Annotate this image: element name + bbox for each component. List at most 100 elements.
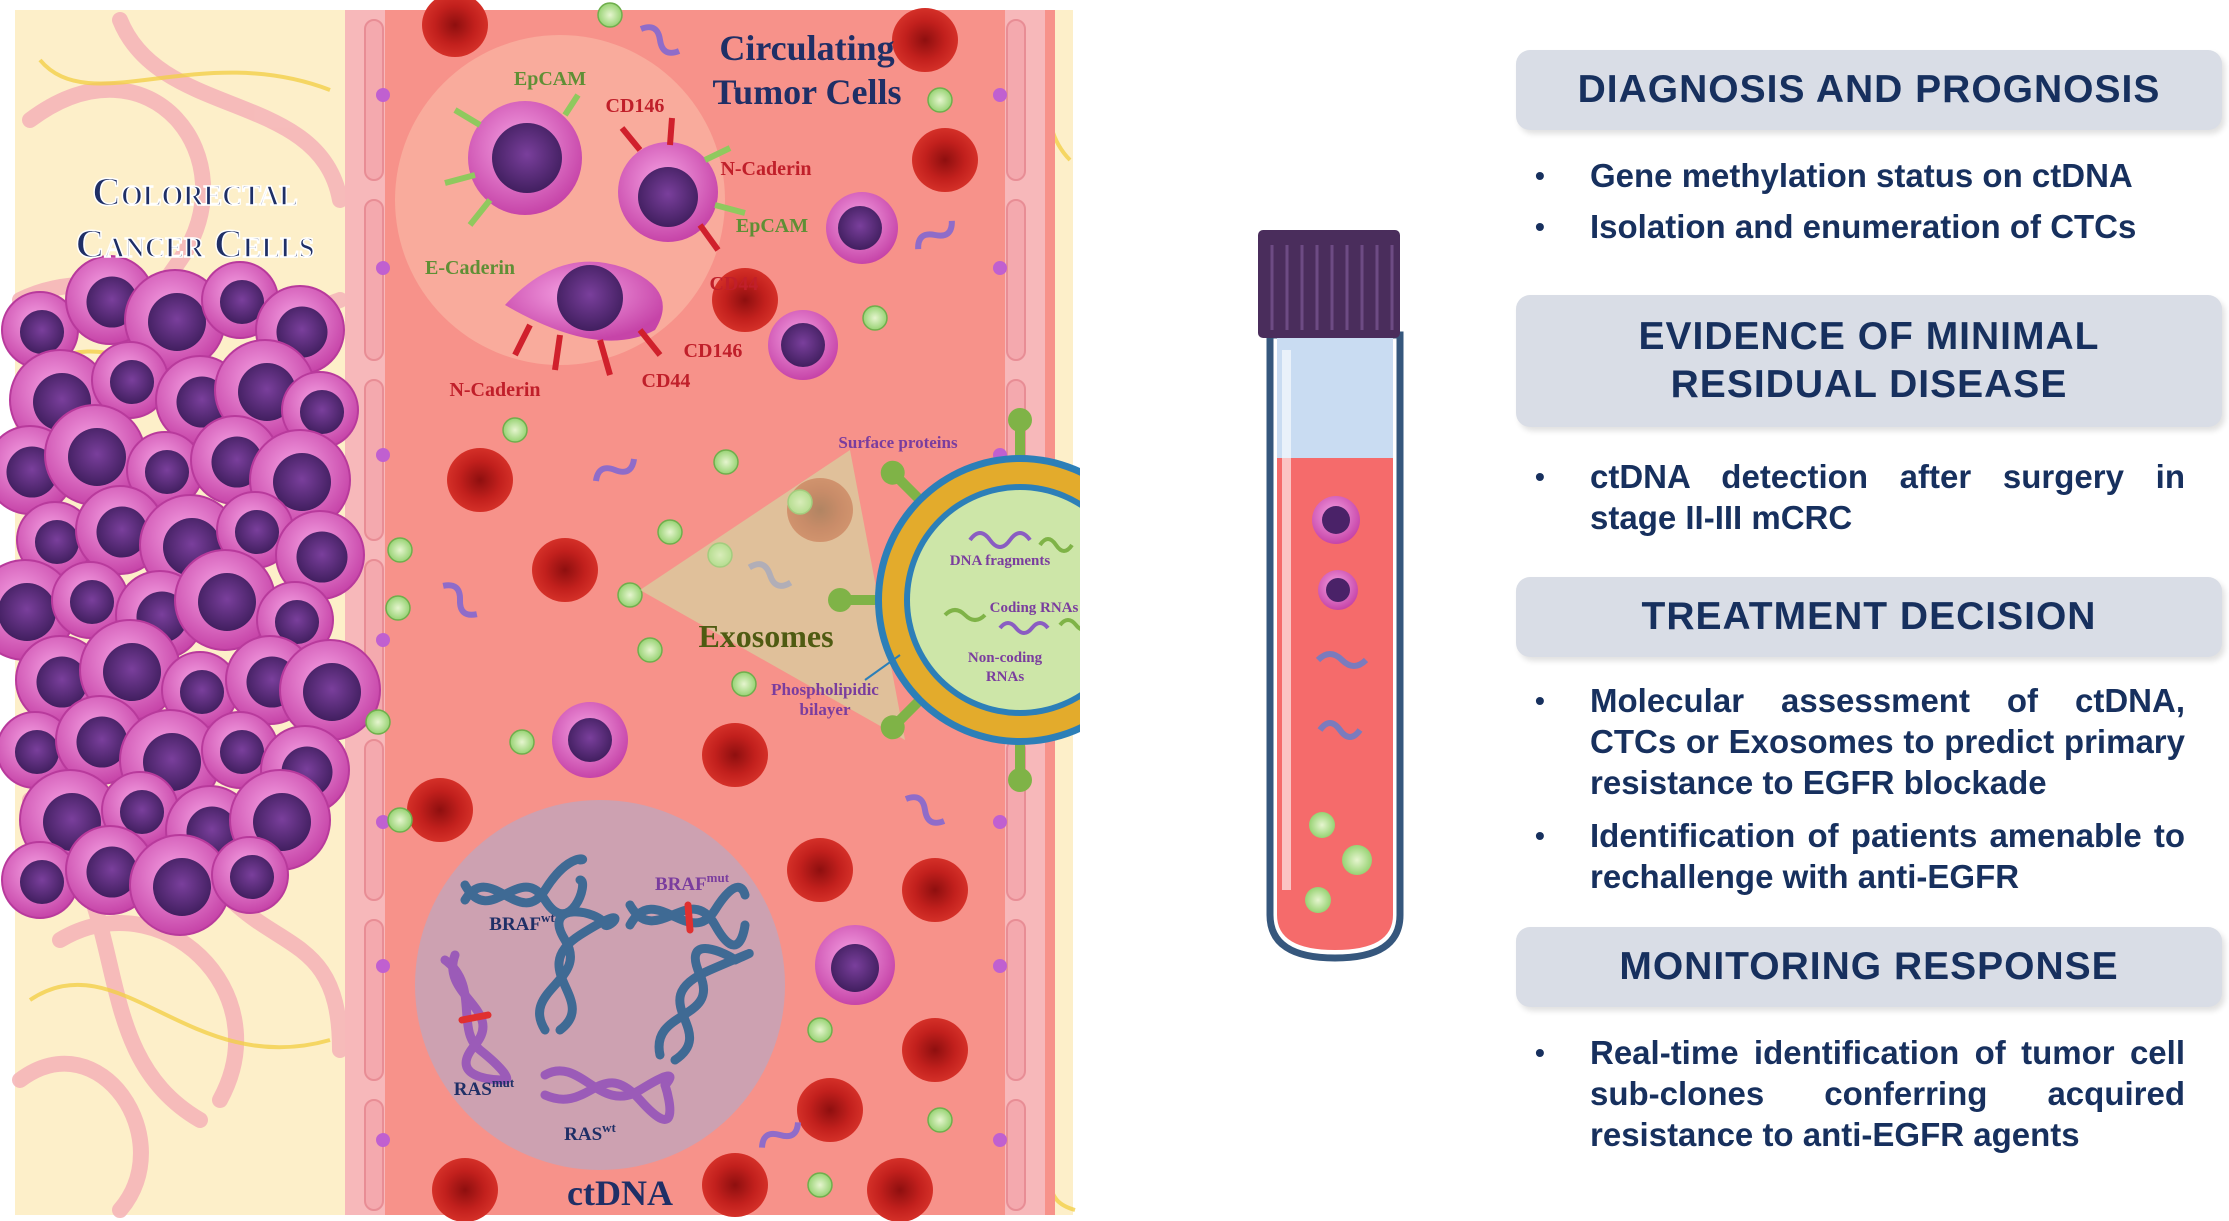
- tumor-cell: [249, 429, 351, 531]
- ras-wt-helix: [540, 1066, 675, 1124]
- dna-fragment: [442, 582, 478, 618]
- heading-mrd-line2: RESIDUAL DISEASE: [1670, 363, 2068, 406]
- vessel-endothelium: [364, 19, 1026, 1211]
- red-blood-cell: [892, 8, 958, 72]
- tube-vesicle-2: [1342, 845, 1372, 875]
- tube-plasma-top: [1277, 335, 1393, 460]
- red-blood-cell: [422, 0, 488, 57]
- red-blood-cell: [912, 128, 978, 192]
- list-item: Identification of patients amenable to r…: [1535, 815, 2185, 897]
- tumor-cell: [281, 371, 359, 449]
- tumor-cell: [216, 491, 294, 569]
- surface-proteins-label: Surface proteins: [838, 433, 958, 452]
- vesicle: [657, 519, 683, 545]
- bilayer-label-line2: bilayer: [800, 700, 851, 719]
- label-epcam-right: EpCAM: [736, 215, 808, 237]
- vesicle: [927, 1107, 953, 1133]
- label-cd44-bottom: CD44: [642, 370, 691, 392]
- heading-treatment-text: TREATMENT DECISION: [1641, 595, 2097, 638]
- helix-right: [654, 944, 754, 1065]
- vesicle: [713, 449, 739, 475]
- heading-treatment: TREATMENT DECISION: [1516, 577, 2222, 657]
- ctdna-helices: [440, 854, 754, 1124]
- dna-fragments-label: DNA fragments: [950, 553, 1051, 569]
- heading-monitoring: MONITORING RESPONSE: [1516, 927, 2222, 1007]
- dna-fragment: [915, 220, 955, 250]
- vesicle: [807, 1017, 833, 1043]
- red-blood-cell: [712, 268, 778, 332]
- heading-mrd-line1: EVIDENCE OF MINIMAL: [1638, 315, 2100, 358]
- list-item: Gene methylation status on ctDNA: [1535, 155, 2185, 196]
- list-diagnosis: Gene methylation status on ctDNA Isolati…: [1535, 155, 2185, 247]
- tumor-cell: [79, 619, 181, 721]
- vesicle: [365, 709, 391, 735]
- vesicle: [617, 582, 643, 608]
- tube-vesicle-1: [1309, 812, 1335, 838]
- vesicle: [862, 305, 888, 331]
- tube-cap-ridges: [1270, 245, 1394, 330]
- tumor-cell: [51, 561, 129, 639]
- label-ncaderin-bottom: N-Caderin: [449, 379, 540, 401]
- vesicle: [927, 87, 953, 113]
- bilayer-pointer: [864, 654, 901, 681]
- vesicle: [387, 807, 413, 833]
- red-blood-cell: [902, 1018, 968, 1082]
- vesicle: [387, 537, 413, 563]
- vesicle: [385, 595, 411, 621]
- braf-mut-label: BRAFmut: [655, 870, 730, 895]
- tumor-cell: [44, 404, 146, 506]
- heading-diagnosis: DIAGNOSIS AND PROGNOSIS: [1516, 50, 2222, 130]
- heading-monitoring-text: MONITORING RESPONSE: [1619, 945, 2119, 988]
- ctdna-highlight-circle: [415, 800, 785, 1170]
- dna-fragment: [592, 458, 638, 482]
- label-ncaderin-right: N-Caderin: [720, 158, 811, 180]
- coding-rnas-label: Coding RNAs: [990, 600, 1079, 616]
- red-blood-cell: [867, 1158, 933, 1221]
- tumor-cell: [124, 269, 226, 371]
- list-item: ctDNA detection after surgery in stage I…: [1535, 456, 2185, 538]
- braf-mut-helix: [625, 882, 750, 950]
- braf-wt-label: BRAFwt: [489, 910, 555, 935]
- ctc-title-line1: Circulating: [719, 28, 894, 68]
- red-blood-cells: [407, 0, 978, 1221]
- red-blood-cell: [702, 723, 768, 787]
- dna-fragment: [639, 24, 681, 56]
- exosome-lumen: [910, 490, 1080, 710]
- noncoding-rnas-label-line2: RNAs: [986, 669, 1024, 685]
- tumor-cell: [211, 836, 289, 914]
- exosomes-label: Exosomes: [698, 618, 833, 654]
- tube-cap: [1258, 230, 1400, 338]
- braf-wt-helix: [460, 854, 588, 919]
- label-cd44-right: CD44: [710, 273, 759, 295]
- tumor-cell: [174, 549, 276, 651]
- label-cd146-top: CD146: [606, 95, 665, 117]
- list-treatment-viewport: Molecular assessment of ctDNA, CTCs or E…: [1535, 680, 2185, 926]
- list-item: Molecular assessment of ctDNA, CTCs or E…: [1535, 680, 2185, 803]
- ctc-cells: [444, 93, 746, 376]
- red-blood-cell: [432, 1158, 498, 1221]
- heading-mrd: EVIDENCE OF MINIMAL RESIDUAL DISEASE: [1516, 295, 2222, 427]
- list-item: Real-time identification of tumor cell s…: [1535, 1032, 2185, 1155]
- list-mrd: ctDNA detection after surgery in stage I…: [1535, 456, 2185, 538]
- vesicle: [502, 417, 528, 443]
- list-treatment: Molecular assessment of ctDNA, CTCs or E…: [1535, 680, 2185, 897]
- ctc-cell-epithelial: [468, 101, 582, 215]
- tumor-cell: [129, 834, 231, 936]
- vesicle: [597, 2, 623, 28]
- tumor-cell: [0, 711, 74, 789]
- red-blood-cell: [787, 838, 853, 902]
- label-ecaderin: E-Caderin: [425, 257, 515, 279]
- vesicle: [509, 729, 535, 755]
- free-ctc-cells: [552, 192, 898, 1005]
- ctdna-label: ctDNA: [567, 1173, 673, 1213]
- vesicle: [637, 637, 663, 663]
- tumor-cell: [275, 510, 365, 600]
- heading-diagnosis-text: DIAGNOSIS AND PROGNOSIS: [1577, 68, 2161, 111]
- tumor-cell: [279, 639, 381, 741]
- ras-mut-label: RASmut: [454, 1075, 515, 1100]
- list-item: Isolation and enumeration of CTCs: [1535, 206, 2185, 247]
- tube-dna-1: [1315, 651, 1369, 669]
- vesicle: [807, 1172, 833, 1198]
- noncoding-rnas-label-line1: Non-coding: [968, 650, 1043, 666]
- blood-tube: [1258, 230, 1404, 962]
